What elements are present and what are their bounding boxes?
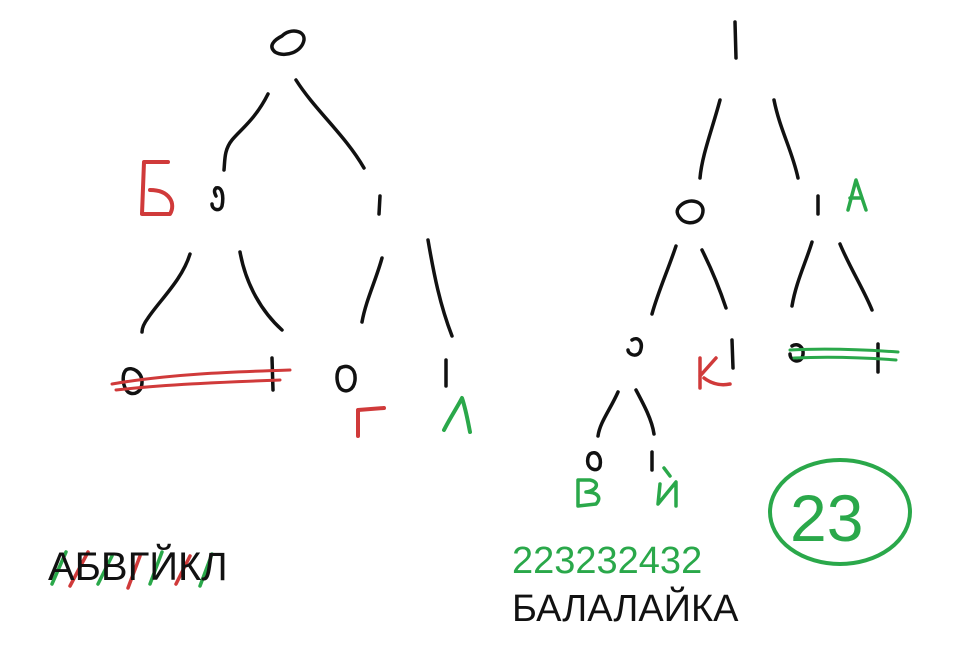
right-edge-s-left xyxy=(596,390,620,438)
strike-y-green xyxy=(148,550,164,586)
right-node-one-k xyxy=(730,338,735,370)
right-tree xyxy=(585,20,880,472)
label-b-red xyxy=(140,160,175,216)
left-leaf-zero-g xyxy=(335,364,357,393)
left-labels xyxy=(140,160,472,438)
left-edge-root-left xyxy=(222,92,270,172)
score-text: 23 xyxy=(790,481,864,555)
right-edge-z-left xyxy=(650,244,678,316)
label-a-green xyxy=(846,178,868,212)
left-root-zero xyxy=(270,29,306,57)
word-text: БАЛАЛАЙКА xyxy=(512,588,739,630)
left-edge-b-left xyxy=(140,252,192,334)
label-l-green xyxy=(442,396,472,434)
right-edge-a-left xyxy=(790,240,814,308)
label-y-green xyxy=(656,466,678,508)
right-root-one xyxy=(733,20,738,60)
score-circle xyxy=(768,458,912,566)
label-g-red xyxy=(356,406,386,438)
right-node-zero xyxy=(675,199,705,225)
strike-g-red xyxy=(126,554,142,590)
alphabet-text: АБВГЙКЛ xyxy=(48,545,228,589)
right-node-zero-small xyxy=(626,337,644,357)
right-edge-z-right xyxy=(700,248,728,310)
right-edge-a-right xyxy=(838,242,874,312)
alphabet-strikes xyxy=(50,550,214,590)
label-v-green xyxy=(576,478,601,508)
left-leaf-zero-crossed xyxy=(121,367,144,396)
strike-b-red xyxy=(68,550,90,588)
left-edge-r-right xyxy=(426,238,454,338)
right-labels xyxy=(576,178,868,508)
left-leaf-one-crossed xyxy=(270,356,275,392)
left-node-zero-b xyxy=(210,186,225,212)
right-strike-green xyxy=(788,347,900,362)
strike-a-green xyxy=(50,550,68,586)
right-edge-root-left xyxy=(698,98,722,180)
right-leaf-zero-v xyxy=(585,451,603,472)
right-edge-root-right xyxy=(772,98,800,180)
left-tree xyxy=(121,29,454,396)
left-strike-red xyxy=(110,368,292,392)
strike-l-green xyxy=(198,552,214,588)
strike-v-green xyxy=(96,554,114,586)
left-edge-root-right xyxy=(294,78,366,170)
digit-sequence: 223232432 xyxy=(512,540,703,582)
right-edge-s-right xyxy=(634,388,656,436)
label-k-red xyxy=(698,356,732,390)
strike-k-red xyxy=(174,554,192,586)
left-edge-b-right xyxy=(238,250,284,332)
left-node-one-right xyxy=(377,194,382,216)
left-edge-r-left xyxy=(360,256,384,324)
